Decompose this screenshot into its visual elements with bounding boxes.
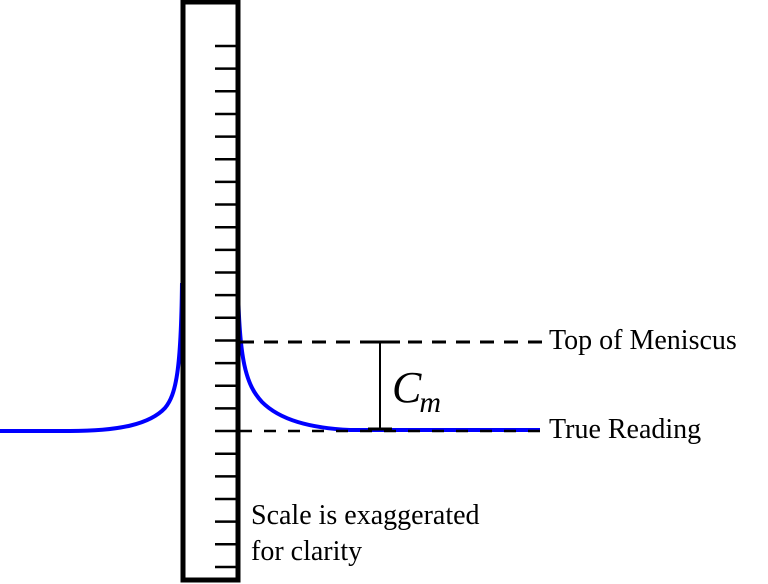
correction-subscript: m bbox=[419, 386, 442, 419]
liquid-surface-left bbox=[0, 282, 184, 433]
liquid-surface-right bbox=[236, 282, 540, 432]
top-of-meniscus-label: Top of Meniscus bbox=[549, 325, 737, 356]
meniscus-correction-label: Cm bbox=[392, 363, 443, 418]
correction-symbol: C bbox=[392, 363, 422, 412]
scale-note-line1: Scale is exaggerated bbox=[251, 500, 480, 531]
scale-ticks bbox=[215, 44, 238, 569]
correction-bracket bbox=[360, 340, 400, 431]
true-reading-label: True Reading bbox=[549, 414, 702, 445]
scale-note: Scale is exaggerated for clarity bbox=[251, 498, 480, 570]
graduated-tube bbox=[180, 0, 241, 583]
scale-note-line2: for clarity bbox=[251, 536, 363, 567]
